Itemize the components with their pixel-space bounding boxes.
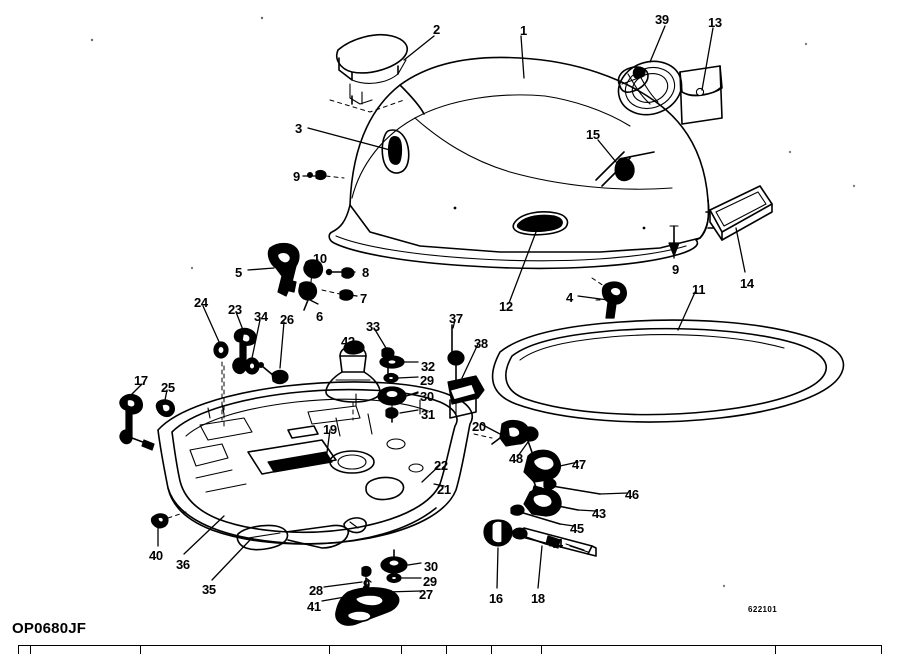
tool-pouch — [679, 65, 723, 125]
screw-set-lower-right — [510, 478, 601, 545]
callout-number-14: 14 — [740, 276, 754, 291]
callout-number-42: 42 — [341, 334, 355, 349]
cowl-handle-17 — [119, 393, 155, 451]
callout-number-26: 26 — [280, 312, 294, 327]
bottom-hardware-cluster — [335, 549, 408, 626]
callout-number-40: 40 — [149, 548, 163, 563]
lower-cowl-pan — [157, 381, 474, 551]
hardware-cluster-upper-left — [213, 327, 289, 431]
starter-rope-coil — [617, 60, 683, 116]
callout-number-47: 47 — [572, 457, 586, 472]
callout-number-45: 45 — [570, 521, 584, 536]
long-bolt-18 — [517, 527, 597, 557]
callout-number-37: 37 — [449, 311, 463, 326]
callout-number-29: 29 — [420, 373, 434, 388]
callout-number-20: 20 — [472, 419, 486, 434]
table-column-8 — [542, 646, 777, 654]
callout-number-30: 30 — [424, 559, 438, 574]
callout-number-12: 12 — [499, 299, 513, 314]
parts-list-table-header — [18, 645, 882, 654]
construction-dash-cap — [329, 99, 405, 113]
callout-number-44: 44 — [549, 536, 563, 551]
callout-number-4: 4 — [566, 290, 573, 305]
table-column-4 — [330, 646, 403, 654]
table-column-3 — [141, 646, 331, 654]
callout-number-3: 3 — [295, 121, 302, 136]
callout-number-7: 7 — [360, 291, 367, 306]
leader-lines — [129, 25, 746, 602]
callout-number-15: 15 — [586, 127, 600, 142]
bushing-16 — [483, 519, 513, 547]
callout-number-48: 48 — [509, 451, 523, 466]
callout-number-6: 6 — [316, 309, 323, 324]
callout-number-27: 27 — [419, 587, 433, 602]
callout-number-21: 21 — [437, 482, 451, 497]
engine-hood-cowl — [328, 56, 710, 270]
callout-number-16: 16 — [489, 591, 503, 606]
callout-number-36: 36 — [176, 557, 190, 572]
callout-number-17: 17 — [134, 373, 148, 388]
callout-number-30: 30 — [420, 389, 434, 404]
callout-number-38: 38 — [474, 336, 488, 351]
table-column-6 — [447, 646, 492, 654]
callout-number-39: 39 — [655, 12, 669, 27]
callout-number-22: 22 — [434, 458, 448, 473]
callout-number-35: 35 — [202, 582, 216, 597]
cowl-top-cap — [336, 34, 408, 105]
callout-number-10: 10 — [313, 251, 327, 266]
callout-number-1: 1 — [520, 23, 527, 38]
bushing-25 — [155, 399, 175, 418]
callout-number-9: 9 — [293, 169, 300, 184]
callout-number-25: 25 — [161, 380, 175, 395]
cowl-latch-hook-4 — [591, 277, 627, 319]
callout-number-41: 41 — [307, 599, 321, 614]
callout-number-29: 29 — [423, 574, 437, 589]
table-column-9 — [776, 646, 881, 654]
callout-number-11: 11 — [692, 282, 706, 297]
callout-number-5: 5 — [235, 265, 242, 280]
callout-number-28: 28 — [309, 583, 323, 598]
cowl-nameplate — [705, 185, 773, 241]
callout-number-34: 34 — [254, 309, 268, 324]
callout-number-23: 23 — [228, 302, 242, 317]
callout-number-8: 8 — [362, 265, 369, 280]
table-column-1 — [19, 646, 31, 654]
callout-number-43: 43 — [592, 506, 606, 521]
table-column-5 — [402, 646, 447, 654]
small-part-40 — [150, 511, 187, 529]
latch-bracket-38 — [447, 324, 485, 419]
callout-number-32: 32 — [421, 359, 435, 374]
part-number-code: 622101 — [748, 605, 778, 614]
grommet-and-fastener-stack — [325, 340, 407, 423]
callout-number-18: 18 — [531, 591, 545, 606]
callout-number-46: 46 — [625, 487, 639, 502]
callout-number-13: 13 — [708, 15, 722, 30]
callout-number-2: 2 — [433, 22, 440, 37]
table-column-2 — [31, 646, 141, 654]
callout-number-9: 9 — [672, 262, 679, 277]
callout-number-24: 24 — [194, 295, 208, 310]
cowl-seal-gasket — [491, 319, 845, 423]
sheet-code-label: OP0680JF — [12, 620, 87, 637]
cowl-screw-9-upper — [307, 169, 345, 181]
callout-number-9: 9 — [363, 577, 370, 592]
callout-number-33: 33 — [366, 319, 380, 334]
table-column-7 — [492, 646, 542, 654]
callout-number-31: 31 — [421, 407, 435, 422]
callout-number-19: 19 — [323, 422, 337, 437]
